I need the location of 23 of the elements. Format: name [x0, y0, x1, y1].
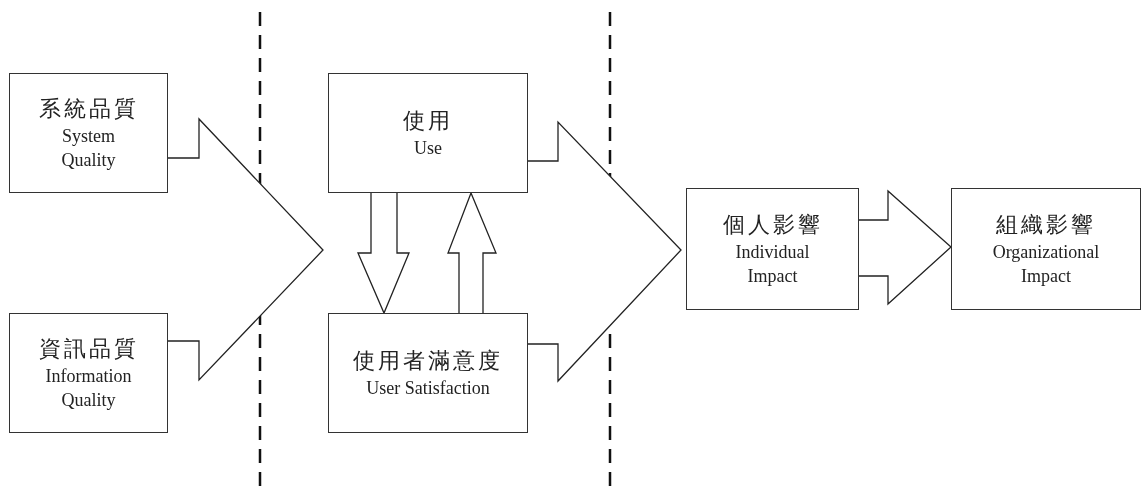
- process-box: [9, 73, 168, 193]
- box-title: 系統品質: [38, 95, 139, 123]
- process-box: [328, 313, 528, 433]
- box-title: 組織影響: [996, 211, 1096, 239]
- merge-arrow: [527, 120, 682, 383]
- block-arrow: [357, 192, 410, 315]
- process-box: [9, 313, 168, 433]
- box-subtitle: Individual Impact: [734, 241, 811, 288]
- box-subtitle: Organizational Impact: [991, 241, 1101, 288]
- box-subtitle: User Satisfaction: [366, 377, 490, 400]
- box-subtitle: System Quality: [60, 125, 117, 172]
- box-subtitle: Use: [414, 137, 442, 160]
- box-subtitle: Information Quality: [44, 365, 133, 412]
- process-box: [686, 188, 859, 310]
- box-title: 使用: [403, 107, 453, 135]
- block-arrow: [858, 189, 952, 306]
- block-arrow: [447, 191, 497, 314]
- process-box: [328, 73, 528, 193]
- process-box: [951, 188, 1141, 310]
- box-title: 資訊品質: [38, 335, 139, 363]
- merge-arrow: [167, 117, 324, 382]
- box-title: 個人影響: [722, 211, 823, 239]
- box-title: 使用者滿意度: [353, 347, 503, 375]
